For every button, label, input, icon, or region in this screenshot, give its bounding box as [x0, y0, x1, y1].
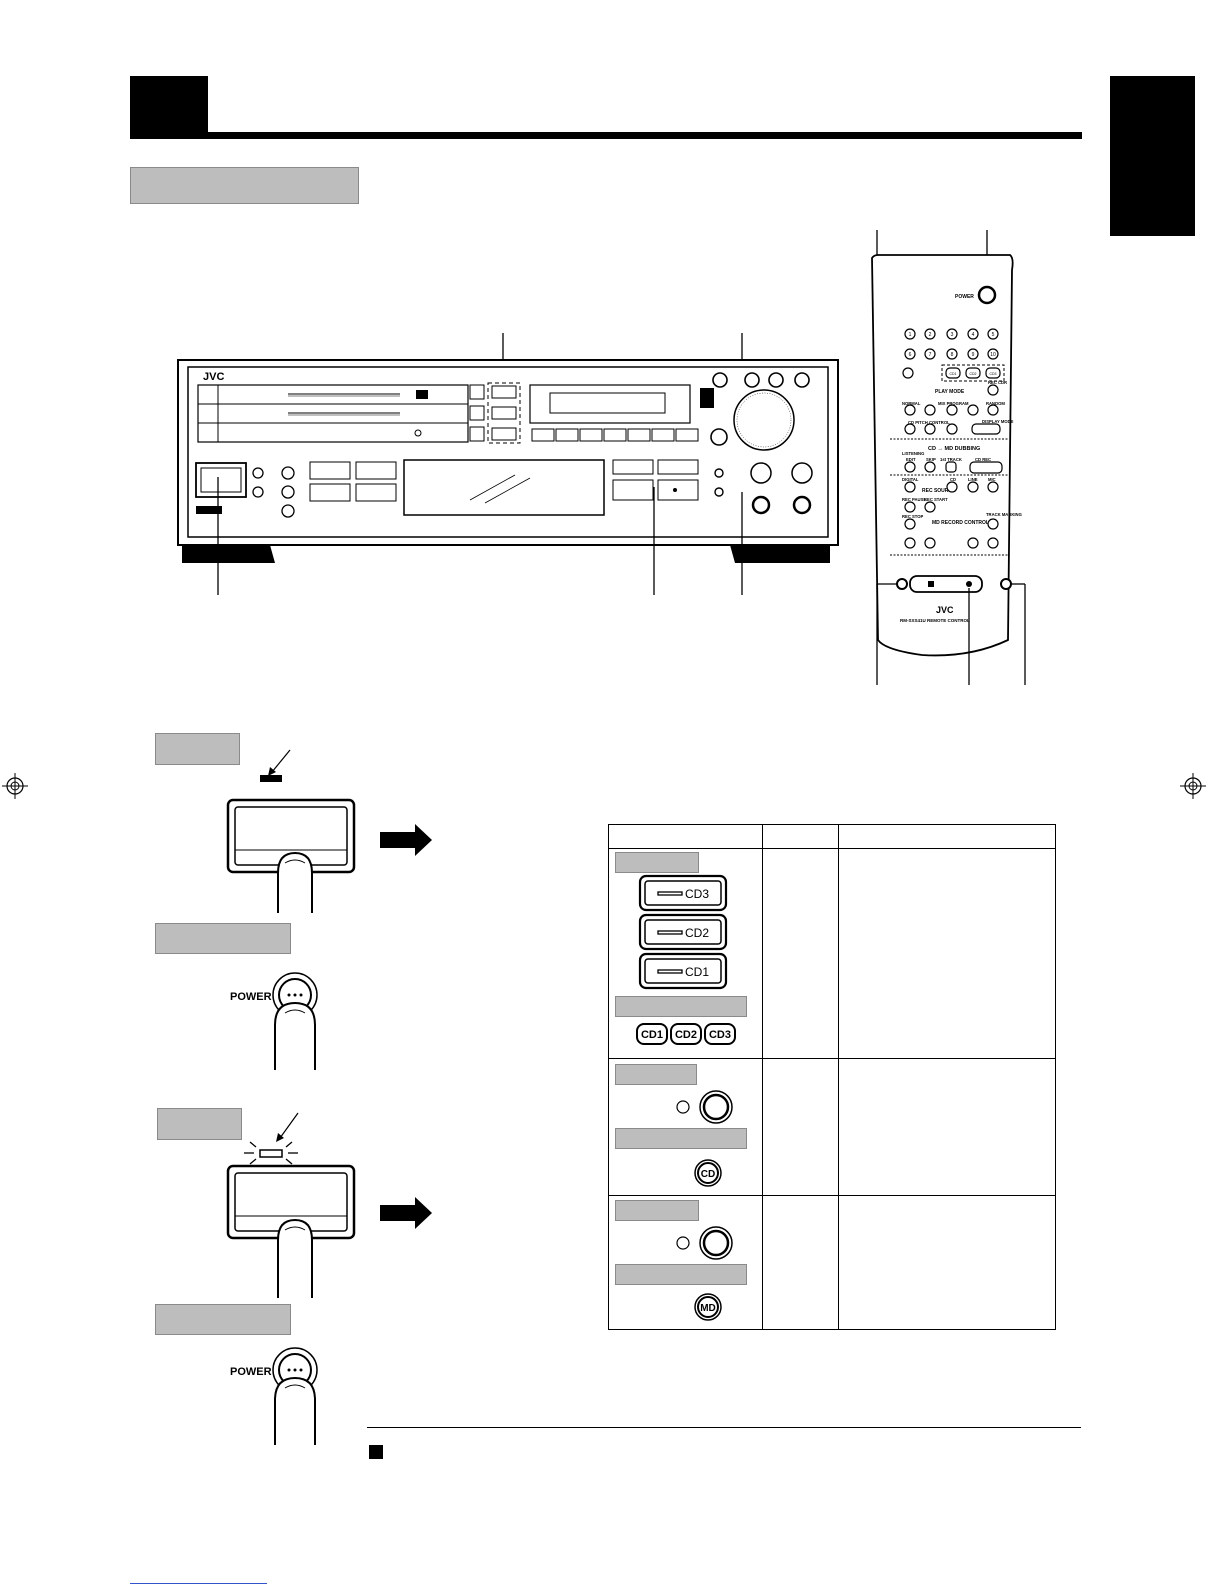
remote-rec-cdr: REC CDR — [988, 380, 1007, 385]
registration-mark-left — [2, 773, 28, 799]
step1-remote-tag — [155, 923, 291, 954]
remote-md-record-control: MD RECORD CONTROL — [932, 520, 989, 526]
row1-unit-tag — [615, 852, 699, 873]
main-unit-illustration: JVC — [177, 333, 839, 595]
row1-remote-cd2: CD2 — [675, 1029, 697, 1041]
remote-first-track: 1st TRACK — [940, 457, 962, 462]
note-bullet — [369, 1445, 383, 1459]
remote-num-1: 1 — [909, 332, 912, 338]
section-number-block — [130, 76, 208, 139]
section-heading-box — [130, 167, 359, 204]
remote-cd-md-dubbing: CD → MD DUBBING — [928, 446, 980, 452]
row1-cd-buttons-illustration: CD3 CD2 CD1 CD1 CD2 CD3 — [636, 874, 736, 1045]
remote-edit: EDIT — [906, 457, 916, 462]
remote-num-4: 4 — [972, 332, 975, 338]
remote-mic: MIC — [988, 477, 996, 482]
row1-cd3-label: CD3 — [685, 887, 709, 901]
remote-cd-pitch: CD PITCH CONTROL — [908, 420, 950, 425]
remote-num-6: 6 — [909, 352, 912, 358]
row1-remote-cd1: CD1 — [641, 1029, 663, 1041]
row2-unit-tag — [615, 1064, 697, 1085]
table-col-rule-2 — [838, 824, 839, 1330]
source-table — [608, 824, 1056, 1330]
remote-control-illustration: POWER 1 2 3 4 5 6 7 8 9 10 CD1 CD2 CD3 R… — [871, 230, 1026, 685]
row3-unit-tag — [615, 1200, 699, 1221]
remote-skip: SKIP — [926, 457, 936, 462]
remote-num-7: 7 — [929, 352, 932, 358]
row1-remote-cd3: CD3 — [709, 1029, 731, 1041]
remote-play-mode: PLAY MODE — [935, 389, 965, 395]
row1-cd1-label: CD1 — [685, 965, 709, 979]
remote-digital: DIGITAL — [902, 477, 919, 482]
row2-cd-source-illustration: CD — [676, 1090, 733, 1187]
table-row-rule-2 — [608, 1195, 1056, 1196]
row3-remote-tag — [615, 1264, 747, 1285]
remote-power-label: POWER — [955, 294, 974, 300]
remote-num-2: 2 — [929, 332, 932, 338]
remote-jvc-logo: JVC — [936, 605, 954, 615]
step1-unit-tag — [155, 733, 240, 765]
table-header-rule — [608, 848, 1056, 849]
registration-mark-right — [1180, 773, 1206, 799]
remote-num-9: 9 — [972, 352, 975, 358]
step2-unit-on-illustration — [226, 1112, 432, 1298]
remote-mix-program: MIX PROGRAM — [938, 401, 969, 406]
remote-line: LINE — [968, 477, 978, 482]
remote-display-mode: DISPLAY MODE — [982, 419, 1014, 424]
note-rule — [367, 1427, 1081, 1428]
remote-normal: NORMAL — [902, 401, 921, 406]
row1-cd2-label: CD2 — [685, 926, 709, 940]
row1-remote-tag — [615, 996, 747, 1017]
remote-num-10: 10 — [990, 352, 996, 358]
step1-power-label: POWER — [230, 991, 272, 1003]
remote-rec-pause: REC PAUSE — [902, 497, 926, 502]
remote-track-marking: TRACK MARKING — [986, 512, 1022, 517]
footer-rule — [130, 1583, 267, 1584]
step2-remote-power-illustration: POWER — [230, 1347, 318, 1445]
remote-model-label: RM-SXS41U REMOTE CONTROL — [900, 618, 970, 623]
remote-rec-source: REC SOURCE — [922, 488, 956, 494]
remote-num-5: 5 — [992, 332, 995, 338]
remote-cd1: CD1 — [949, 372, 956, 376]
remote-rec-stop: REC STOP — [902, 514, 924, 519]
row3-md-source-illustration: MD — [676, 1226, 733, 1321]
row2-cd-round-label: CD — [701, 1169, 715, 1180]
remote-cd3: CD3 — [989, 372, 996, 376]
table-row-rule-1 — [608, 1058, 1056, 1059]
remote-rec-start: REC START — [924, 497, 948, 502]
step2-remote-tag — [155, 1304, 291, 1335]
row2-remote-tag — [615, 1128, 747, 1149]
step1-remote-power-illustration: POWER — [230, 972, 318, 1070]
step1-unit-standby-illustration — [226, 749, 432, 913]
row3-md-round-label: MD — [700, 1303, 716, 1314]
side-tab — [1110, 76, 1195, 236]
remote-cd2: CD2 — [969, 372, 976, 376]
remote-random: RANDOM — [986, 401, 1005, 406]
remote-cd-src: CD — [950, 477, 956, 482]
step2-power-label: POWER — [230, 1366, 272, 1378]
remote-listening: LISTENING — [902, 451, 924, 456]
step2-unit-tag — [157, 1108, 242, 1140]
table-col-rule-1 — [762, 824, 763, 1330]
remote-num-8: 8 — [951, 352, 954, 358]
jvc-logo: JVC — [203, 371, 224, 383]
header-rule — [208, 132, 1082, 139]
remote-cd-rec: CD REC — [975, 457, 991, 462]
remote-num-3: 3 — [951, 332, 954, 338]
